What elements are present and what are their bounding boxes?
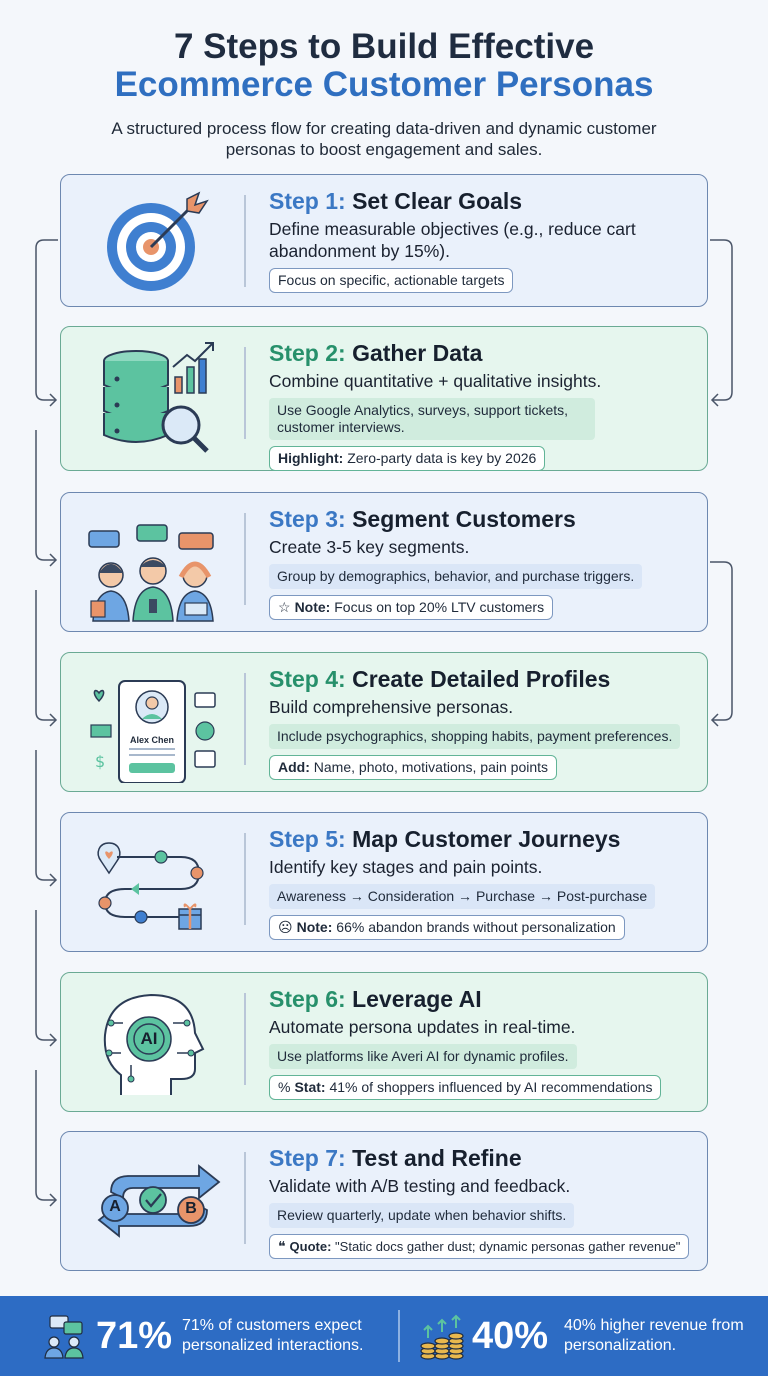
card-divider	[244, 1152, 246, 1244]
page-title: 7 Steps to Build Effective Ecommerce Cus…	[0, 28, 768, 104]
step-1-card: Step 1: Set Clear Goals Define measurabl…	[60, 174, 708, 307]
step-3-title: Step 3: Segment Customers	[269, 506, 576, 532]
step-7-card: A B Step 7: Test and Refine Validate wit…	[60, 1131, 708, 1271]
stat-71-text: 71% of customers expect personalized int…	[182, 1317, 364, 1354]
svg-text:$: $	[95, 752, 105, 771]
coin-stack-growth-icon	[420, 1314, 464, 1360]
quote-icon: ❝	[278, 1238, 286, 1254]
step-2-detail: Use Google Analytics, surveys, support t…	[269, 398, 595, 440]
step-5-description: Identify key stages and pain points.	[269, 857, 543, 877]
step-5-detail: Awareness → Consideration → Purchase → P…	[269, 884, 656, 909]
step-3-card: Step 3: Segment Customers Create 3-5 key…	[60, 492, 708, 632]
ai-head-icon: AI	[81, 983, 241, 1095]
customer-group-icon	[81, 503, 241, 622]
title-line-2: Ecommerce Customer Personas	[114, 65, 654, 104]
card-divider	[244, 993, 246, 1085]
ai-label: AI	[140, 1029, 158, 1048]
step-5-note: ☹Note: 66% abandon brands without person…	[269, 915, 625, 940]
step-6-description: Automate persona updates in real-time.	[269, 1017, 576, 1037]
step-6-stat: %Stat: 41% of shoppers influenced by AI …	[269, 1075, 662, 1100]
card-divider	[244, 195, 246, 287]
step-7-description: Validate with A/B testing and feedback.	[269, 1176, 571, 1196]
star-icon: ☆	[278, 599, 291, 615]
step-4-add: Add: Name, photo, motivations, pain poin…	[269, 755, 558, 780]
card-divider	[244, 833, 246, 925]
footer-divider	[398, 1310, 400, 1362]
step-4-card: $ Alex Chen Step 4: Create Detailed Prof…	[60, 652, 708, 792]
step-2-highlight: Highlight: Zero-party data is key by 202…	[269, 446, 546, 471]
step-6-title: Step 6: Leverage AI	[269, 986, 482, 1012]
stat-40: 40% 40% higher revenue from personalizat…	[400, 1296, 768, 1376]
card-divider	[244, 673, 246, 765]
step-1-description: Define measurable objectives (e.g., redu…	[269, 219, 636, 261]
step-6-detail: Use platforms like Averi AI for dynamic …	[269, 1044, 577, 1069]
database-search-icon	[81, 337, 241, 453]
step-6-card: AI Step 6: Leverage AI Automate persona …	[60, 972, 708, 1112]
variant-a-label: A	[109, 1198, 121, 1215]
step-7-detail: Review quarterly, update when behavior s…	[269, 1203, 575, 1228]
stat-71-value: 71%	[96, 1315, 173, 1357]
card-divider	[244, 347, 246, 439]
variant-b-label: B	[185, 1200, 197, 1217]
target-icon	[81, 185, 241, 297]
step-7-title: Step 7: Test and Refine	[269, 1145, 522, 1171]
journey-map-icon	[81, 823, 241, 935]
title-line-1: 7 Steps to Build Effective	[173, 27, 595, 66]
step-1-title: Step 1: Set Clear Goals	[269, 188, 523, 214]
chat-people-icon	[44, 1315, 84, 1359]
step-7-quote: ❝Quote: "Static docs gather dust; dynami…	[269, 1234, 690, 1259]
stat-40-value: 40%	[472, 1315, 549, 1357]
sad-face-icon: ☹	[278, 919, 293, 935]
step-3-description: Create 3-5 key segments.	[269, 537, 470, 557]
step-1-tag: Focus on specific, actionable targets	[269, 268, 514, 293]
step-2-title: Step 2: Gather Data	[269, 340, 483, 366]
step-4-description: Build comprehensive personas.	[269, 697, 514, 717]
step-4-detail: Include psychographics, shopping habits,…	[269, 724, 681, 749]
step-2-card: Step 2: Gather Data Combine quantitative…	[60, 326, 708, 471]
step-3-note: ☆Note: Focus on top 20% LTV customers	[269, 595, 554, 620]
step-2-description: Combine quantitative + qualitative insig…	[269, 371, 602, 391]
step-3-detail: Group by demographics, behavior, and pur…	[269, 564, 643, 589]
profile-card-icon: $ Alex Chen	[81, 663, 241, 784]
stats-footer: 71% 71% of customers expect personalized…	[0, 1296, 768, 1376]
step-5-title: Step 5: Map Customer Journeys	[269, 826, 621, 852]
stat-71: 71% 71% of customers expect personalized…	[0, 1296, 398, 1376]
step-4-title: Step 4: Create Detailed Profiles	[269, 666, 611, 692]
stat-40-text: 40% higher revenue from personalization.	[564, 1317, 744, 1354]
ab-test-icon: A B	[81, 1142, 241, 1254]
step-5-card: Step 5: Map Customer Journeys Identify k…	[60, 812, 708, 952]
profile-name: Alex Chen	[129, 735, 174, 745]
page-subtitle: A structured process flow for creating d…	[111, 119, 657, 159]
card-divider	[244, 513, 246, 605]
percent-icon: %	[278, 1079, 291, 1095]
